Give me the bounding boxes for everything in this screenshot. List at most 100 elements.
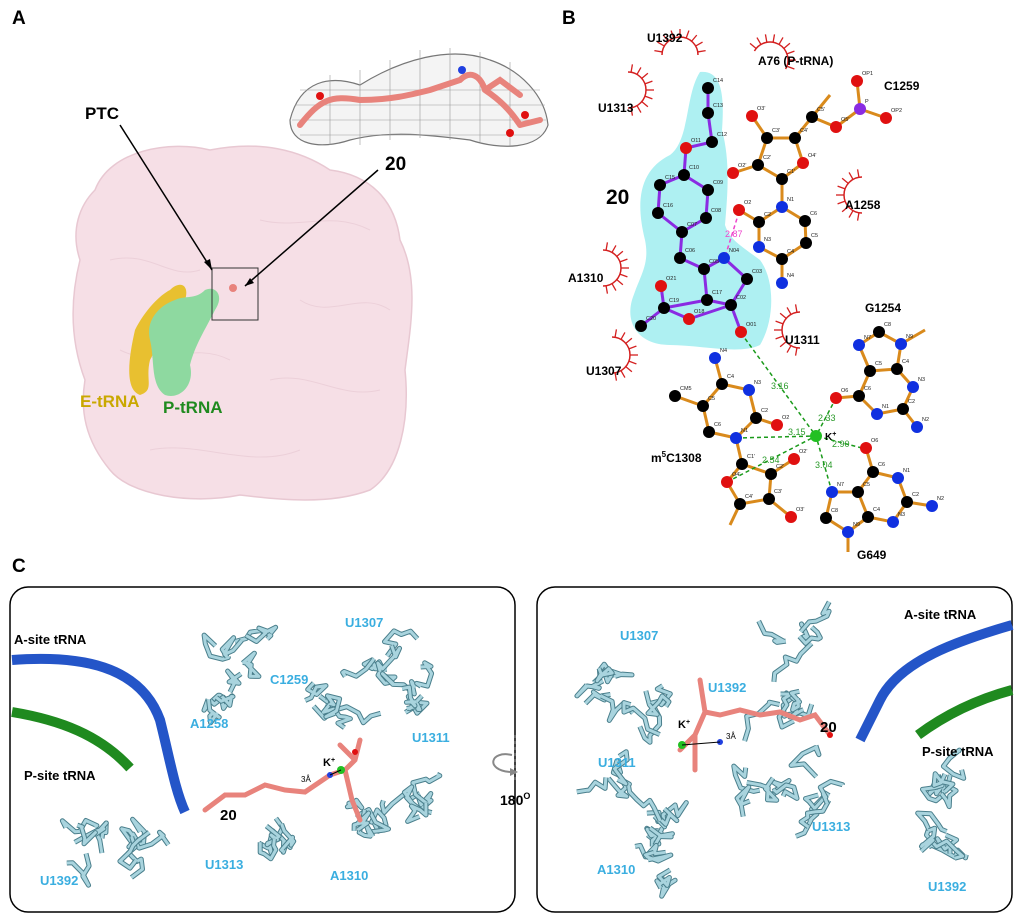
atom-aC6 <box>799 215 811 227</box>
panel-label-b: B <box>562 8 576 29</box>
rotation-indicator: 180O <box>492 735 530 808</box>
nucleotide-stick <box>280 823 296 853</box>
nucleotide-stick <box>655 868 671 889</box>
distance-3-04: 3.04 <box>815 460 833 470</box>
atom-label: O2 <box>782 415 789 421</box>
label-a1258-left: A1258 <box>190 716 228 731</box>
atom-C08 <box>700 212 712 224</box>
atom-label: N3 <box>754 380 761 386</box>
label-u1313-left: U1313 <box>205 857 243 872</box>
nucleotide-stick <box>324 694 342 719</box>
hydrophobic-arc-icon <box>611 329 638 381</box>
atom-label: N9 <box>853 522 860 528</box>
atom-hN2 <box>926 500 938 512</box>
atom-C15 <box>654 179 666 191</box>
labels-left: A-site tRNA P-site tRNA U1307 C1259 A125… <box>14 615 450 888</box>
atom-label: O3' <box>796 507 804 513</box>
label-u1311-right: U1311 <box>598 755 636 770</box>
atom-O01 <box>735 326 747 338</box>
atom-label: C5 <box>708 396 715 402</box>
atom-label: C4 <box>727 374 734 380</box>
nucleotide-stick <box>595 667 614 683</box>
atom-mN1 <box>730 432 742 444</box>
residue-g1254: G1254 <box>865 301 901 315</box>
panel-a: A PTC 20 E-tRNA P-tRNA <box>12 8 549 501</box>
label-a-site-trna-right: A-site tRNA <box>904 607 977 622</box>
right-view-box <box>536 586 1013 913</box>
nucleotide-stick <box>646 694 671 716</box>
nucleotide-stick <box>772 642 813 683</box>
atom-label: C13 <box>713 103 723 109</box>
atom-label: C8 <box>884 322 891 328</box>
atom-label: OP1 <box>862 71 873 77</box>
panel-label-a: A <box>12 8 26 29</box>
atom-label: C08 <box>711 208 721 214</box>
panel-label-c: C <box>12 556 26 577</box>
atom-label: N1 <box>903 468 910 474</box>
atom-label: O6 <box>841 388 848 394</box>
hydrophobic-contacts <box>602 29 863 381</box>
nucleotide-stick <box>757 620 787 644</box>
nucleotide-stick <box>207 699 221 725</box>
atom-aC2 <box>753 216 765 228</box>
atom-aN4 <box>776 277 788 289</box>
nucleotide-stick <box>613 750 629 786</box>
atom-label: N1 <box>787 197 794 203</box>
atom-label: C12 <box>717 132 727 138</box>
label-compound-right: 20 <box>820 719 837 736</box>
atom-label: CM5 <box>680 386 692 392</box>
atom-label: C09 <box>713 180 723 186</box>
atom-label: C5 <box>811 233 818 239</box>
atom-label: O01 <box>746 322 756 328</box>
atom-label: O18 <box>694 309 704 315</box>
nucleotide-stick <box>818 779 844 805</box>
atom-label: C14 <box>713 78 723 84</box>
atom-label: N9 <box>906 334 913 340</box>
atom-label: C1' <box>747 454 755 460</box>
atom-C10 <box>678 169 690 181</box>
label-distance-left: 3Å <box>301 775 311 784</box>
atom-label: P <box>865 99 869 105</box>
atom-aC1 <box>776 173 788 185</box>
atom-O21 <box>655 280 667 292</box>
atom-gN7 <box>853 339 865 351</box>
atom-label: C4 <box>873 507 880 513</box>
nucleotide-stick <box>411 772 442 805</box>
atom-mN3 <box>743 384 755 396</box>
nucleotide-stick <box>627 785 662 822</box>
atom-label: C03 <box>752 269 762 275</box>
atom-C07 <box>676 226 688 238</box>
panel-c: C A-site tRNA P-site tRNA U1307 C1259 A1… <box>9 556 1014 913</box>
atom-mO2 <box>771 419 783 431</box>
nucleotide-stick <box>575 679 604 698</box>
atom-aC2p <box>752 159 764 171</box>
nucleotide-stick <box>226 669 242 693</box>
ptc-label: PTC <box>85 104 119 123</box>
nucleotide-stick <box>304 681 328 702</box>
distance-2-54: 2.54 <box>762 455 780 465</box>
atom-mC2p <box>765 468 777 480</box>
residue-labels: U1392 A76 (P-tRNA) C1259 U1313 A1258 A13… <box>568 31 920 562</box>
nucleotide-stick <box>245 625 278 643</box>
ligand-surface <box>630 71 772 350</box>
atom-hN7 <box>826 486 838 498</box>
residue-u1392: U1392 <box>647 31 683 45</box>
atom-label: C4' <box>745 494 753 500</box>
atom-label: O21 <box>666 276 676 282</box>
atom-gC6 <box>853 390 865 402</box>
atom-C12 <box>706 136 718 148</box>
atom-mN4 <box>709 352 721 364</box>
distance-2-90: 2.90 <box>832 439 850 449</box>
atom-aN3 <box>753 241 765 253</box>
nucleotide-sticks-left <box>59 624 443 888</box>
rotate-arrow-icon <box>492 753 513 773</box>
atom-label: C16 <box>663 203 673 209</box>
atom-gN2 <box>911 421 923 433</box>
atom-mO3 <box>785 511 797 523</box>
nucleotide-stick <box>798 625 822 645</box>
atom-label: N1 <box>882 404 889 410</box>
nucleotide-stick <box>653 801 688 829</box>
label-k-right: K+ <box>678 719 690 731</box>
atom-label: N7 <box>864 335 871 341</box>
